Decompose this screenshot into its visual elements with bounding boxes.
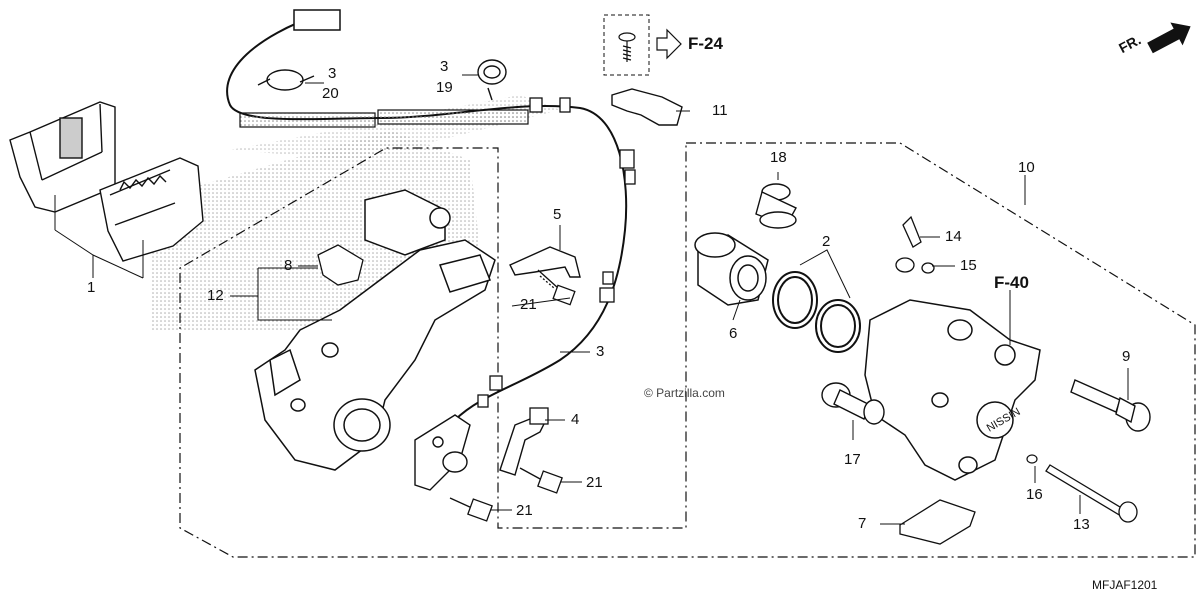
ref-f24-link[interactable]: F-24 — [688, 34, 723, 53]
pad-spring-8 — [317, 244, 364, 286]
callout-21-c: 21 — [516, 502, 533, 519]
leader-2 — [799, 249, 851, 299]
wire-clamp-5 — [509, 246, 581, 278]
ref-f40-link[interactable]: F-40 — [994, 273, 1029, 292]
dashed-frame-caliper-assembly — [179, 142, 1196, 558]
callout-2: 2 — [822, 233, 831, 250]
callout-8: 8 — [284, 257, 293, 274]
callout-6: 6 — [729, 325, 738, 342]
callout-14: 14 — [945, 228, 962, 245]
callout-20: 20 — [322, 85, 339, 102]
bolt-21-b — [519, 467, 563, 494]
sensor-connector — [293, 9, 341, 31]
callout-21-a: 21 — [520, 296, 537, 313]
callout-12: 12 — [207, 287, 224, 304]
slide-pin-9 — [1070, 379, 1151, 432]
brake-pad-outer — [9, 101, 116, 213]
watermark: © Partzilla.com — [644, 386, 725, 400]
callout-19: 19 — [436, 79, 453, 96]
callout-9: 9 — [1122, 348, 1131, 365]
leader-lines — [298, 74, 1129, 525]
pad-spring-7 — [899, 499, 976, 545]
slide-pin-17 — [821, 382, 885, 425]
callout-10: 10 — [1018, 159, 1035, 176]
callout-3-wire: 3 — [596, 343, 605, 360]
piston-seals — [772, 271, 861, 353]
bleeder-valve-14 — [902, 215, 922, 248]
brake-pad-inner — [99, 157, 204, 262]
bolt-21-c — [449, 497, 493, 522]
arrow-f24 — [656, 28, 682, 60]
caliper-body: NISSIN — [864, 299, 1041, 481]
wire-guide-11 — [611, 88, 683, 126]
bleeder-cap-15 — [895, 257, 935, 274]
callout-11: 11 — [712, 102, 728, 119]
callout-18: 18 — [770, 149, 787, 166]
caliper-piston — [694, 232, 769, 306]
wire-clamp-19 — [477, 59, 507, 101]
speed-sensor — [414, 414, 471, 491]
screw-icon — [618, 32, 636, 62]
callout-13: 13 — [1073, 516, 1090, 533]
callout-7: 7 — [858, 515, 867, 532]
callout-17: 17 — [844, 451, 861, 468]
dashed-box-f24 — [603, 14, 650, 76]
callout-5: 5 — [553, 206, 562, 223]
caliper-bracket — [254, 189, 496, 471]
callout-4: 4 — [571, 411, 580, 428]
diagram-code: MFJAF1201 — [1092, 578, 1158, 592]
callout-15: 15 — [960, 257, 977, 274]
pad-pin-13 — [1045, 464, 1138, 523]
callout-3-clamp-19: 3 — [440, 58, 449, 75]
callout-1: 1 — [87, 279, 96, 296]
dust-boot-18 — [755, 183, 797, 229]
wire-clamp-20 — [257, 69, 315, 91]
front-arrow-icon — [1147, 22, 1191, 54]
sensor-wire — [226, 14, 628, 446]
callout-21-b: 21 — [586, 474, 603, 491]
circlip-16 — [1026, 454, 1038, 464]
callout-3-clamp-20: 3 — [328, 65, 337, 82]
callout-16: 16 — [1026, 486, 1043, 503]
sensor-bracket-4 — [499, 416, 546, 476]
